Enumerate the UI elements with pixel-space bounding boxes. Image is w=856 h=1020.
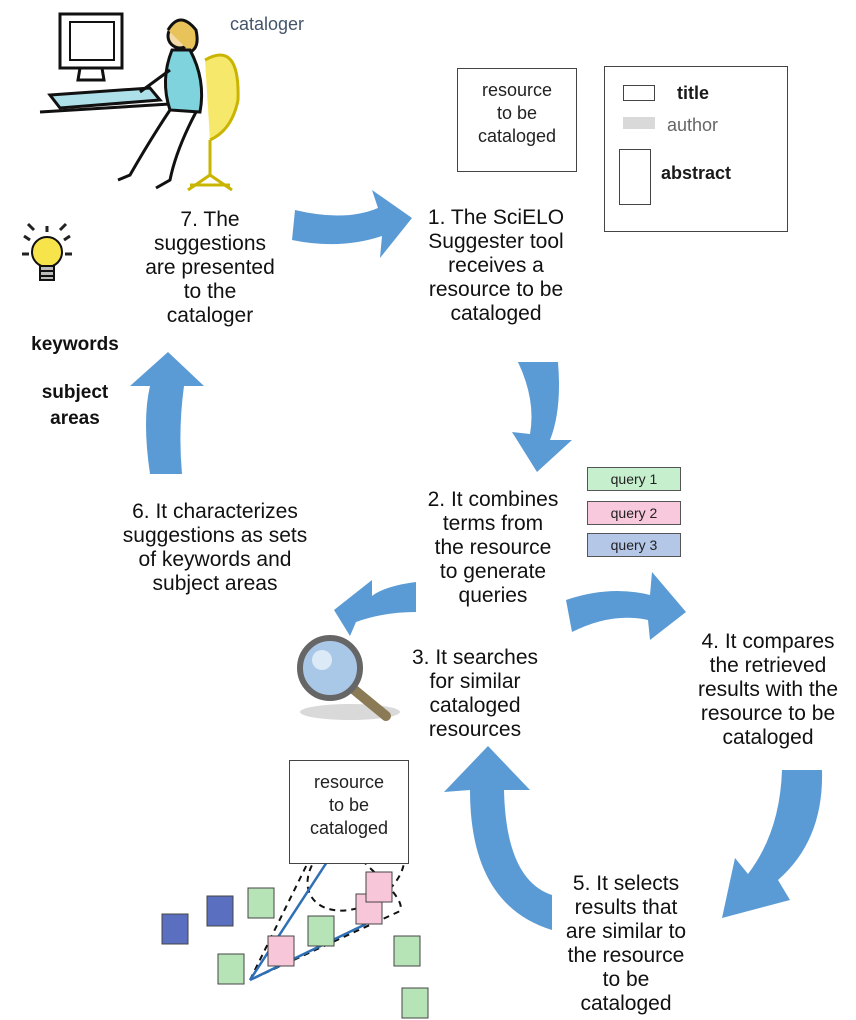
arrow-step2-to-step6 [334, 580, 416, 636]
keywords-label: keywords [31, 334, 119, 355]
note-blue [161, 913, 189, 945]
resource-doc-top: resource to be cataloged [457, 68, 577, 172]
query-2: query 2 [587, 501, 681, 525]
document-notes [161, 871, 429, 1019]
note-pink [365, 871, 393, 903]
lightbulb-icon [22, 222, 72, 281]
arrow-step2-to-step4 [566, 572, 686, 640]
legend-box: title author abstract [604, 66, 788, 232]
arrow-step4-to-step5 [722, 770, 823, 918]
note-green [217, 953, 245, 985]
query-3: query 3 [587, 533, 681, 557]
legend-title-label: title [677, 83, 710, 103]
note-green [401, 987, 429, 1019]
legend-abstract-swatch [619, 149, 651, 205]
arrow-step5-to-step3 [444, 746, 552, 930]
cataloger-label: cataloger [230, 14, 305, 34]
arrow-step7-to-step1 [292, 190, 412, 258]
query-1: query 1 [587, 467, 681, 491]
legend-title-swatch [623, 85, 655, 101]
note-green [247, 887, 275, 919]
arrow-step1-to-step2 [512, 362, 572, 472]
legend-author-label: author [667, 115, 719, 135]
note-pink [267, 935, 295, 967]
note-blue [206, 895, 234, 927]
note-green [393, 935, 421, 967]
legend-author-swatch [623, 117, 655, 129]
magnifier-icon [297, 635, 400, 721]
cataloger-illustration [39, 12, 240, 192]
legend-abstract-label: abstract [661, 163, 732, 183]
resource-doc-bottom: resource to be cataloged [289, 760, 409, 864]
arrow-step6-to-step7 [130, 352, 204, 474]
note-green [307, 915, 335, 947]
